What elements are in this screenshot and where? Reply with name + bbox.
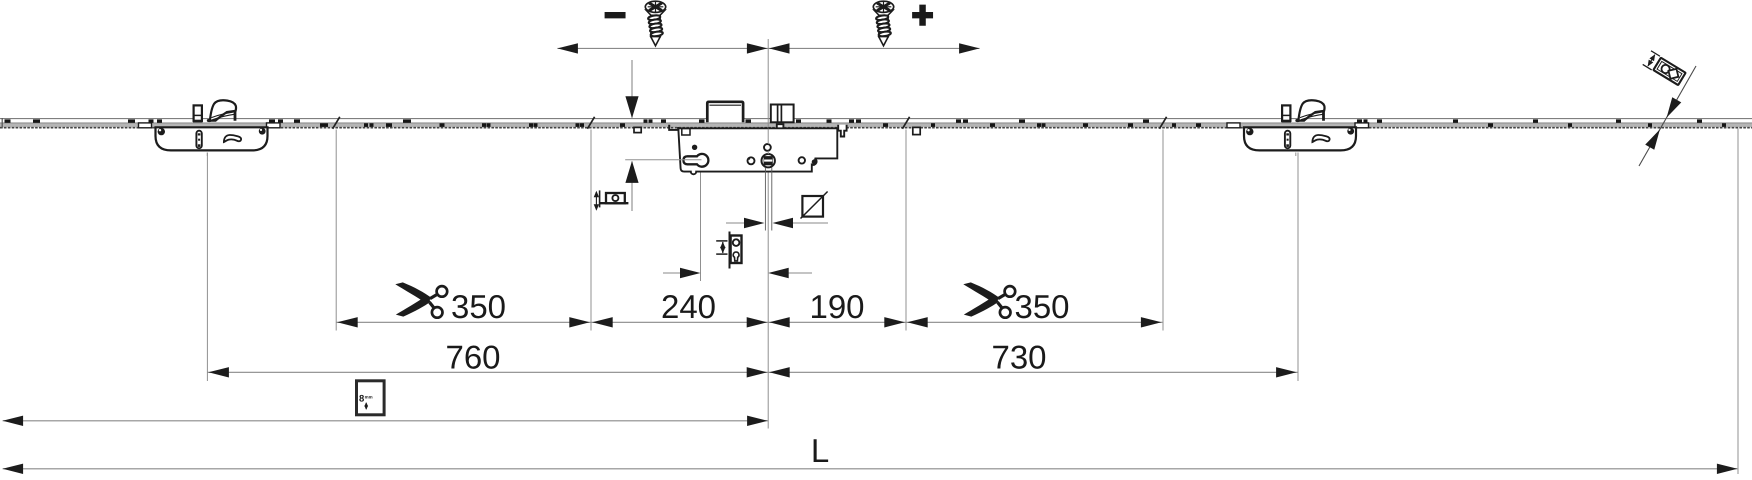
gearbox-hole-right xyxy=(797,156,806,165)
adjust-unit: mm xyxy=(365,394,373,399)
dimension-row-handle xyxy=(2,415,769,426)
scissors-icon-left xyxy=(393,280,449,320)
rail-clips xyxy=(633,126,922,136)
gearbox-ear-right xyxy=(837,124,848,138)
dimension-total-length: L xyxy=(2,432,1738,474)
dimension-row-segments: 350 240 190 350 xyxy=(336,280,1163,328)
mushroom-cam-icon xyxy=(1642,50,1687,86)
mushroom-cam-callout xyxy=(1638,50,1697,167)
dim-730: 730 xyxy=(991,339,1046,376)
tilt-latch-right xyxy=(1225,99,1370,158)
dim-190: 190 xyxy=(809,288,864,325)
roller-cam-icon xyxy=(593,190,629,211)
dimension-row-spans: 760 730 xyxy=(207,339,1298,378)
dim-L: L xyxy=(811,432,829,469)
gearbox-deadbolt xyxy=(705,100,745,123)
square-spindle-icon xyxy=(799,190,829,220)
gearbox-hole-top xyxy=(763,143,772,152)
plus-label: + xyxy=(912,0,934,36)
tilt-latch-left xyxy=(137,99,282,158)
adjustment-range-icon: 8 mm xyxy=(355,379,386,417)
rail-cut-joints xyxy=(331,116,1168,130)
extension-lines xyxy=(206,39,1739,474)
dim-350-left: 350 xyxy=(451,288,506,325)
cylinder-height-dimension xyxy=(625,60,702,211)
minus-label: − xyxy=(604,0,626,35)
adjustment-dimension xyxy=(557,43,980,54)
dim-350-right: 350 xyxy=(1014,288,1069,325)
gearbox xyxy=(668,100,848,231)
faceplate-icon xyxy=(716,231,743,269)
dim-760: 760 xyxy=(445,339,500,376)
scissors-icon-right xyxy=(961,280,1017,320)
screw-icon-right xyxy=(871,0,896,48)
gearbox-ear-left xyxy=(668,124,680,131)
cylinder-keyhole xyxy=(682,152,710,168)
screw-icon-left xyxy=(643,0,668,48)
cylinder-distance-dimension xyxy=(663,231,812,279)
gearbox-screw-hole xyxy=(691,144,698,150)
spindle-square-dimension xyxy=(726,190,829,229)
adjust-value: 8 xyxy=(359,394,364,405)
dim-240: 240 xyxy=(661,288,716,325)
rail-fixing-slots xyxy=(4,119,1726,127)
lock-rail xyxy=(0,118,1752,129)
